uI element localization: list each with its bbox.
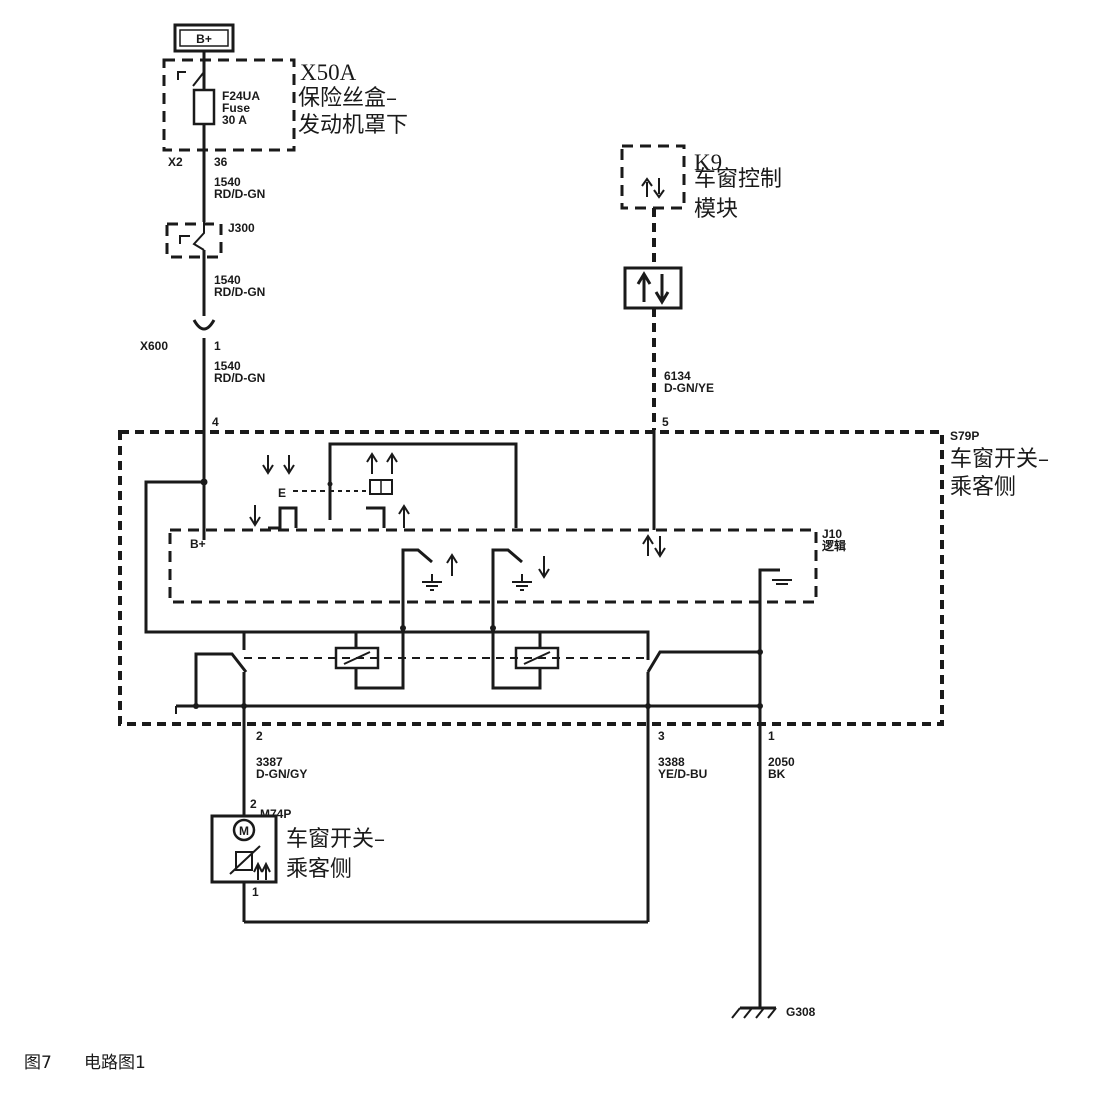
power-source: B+ [173, 23, 235, 53]
switch-power-bus [144, 480, 650, 660]
fuse-pin: 36 [214, 155, 228, 169]
connector-x600-pin: 1 [214, 339, 221, 353]
motor-name-1: 车窗开关– [286, 827, 385, 852]
module-id: K9 [694, 150, 722, 175]
switch-buttons: E [249, 442, 518, 530]
window-switch: S79P 车窗开关– 乘客侧 [118, 429, 1049, 726]
switch-name-2: 乘客侧 [950, 475, 1016, 500]
splice-id: J300 [228, 221, 255, 235]
wire-2050-color: BK [768, 767, 786, 781]
wire-2050-circuit: 2050 [768, 755, 795, 769]
motor-icon: M [232, 818, 256, 842]
relay-2 [490, 600, 560, 690]
fuse-block: F24UA Fuse 30 A X50A 保险丝盒– 发动机罩下 [162, 58, 408, 152]
wire-1540-color: RD/D-GN [214, 187, 265, 201]
inline-connector-x600: X600 1 [140, 319, 221, 353]
power-label: B+ [196, 32, 212, 46]
wire-3387-circuit: 3387 [256, 755, 283, 769]
ground-icon [772, 579, 792, 585]
up-down-arrows-icon [642, 534, 666, 558]
switch-id: S79P [950, 429, 979, 443]
wire-6134-circuit: 6134 [664, 369, 691, 383]
svg-text:E: E [278, 486, 286, 500]
switch-pin-motor-a: 2 [256, 729, 263, 743]
module-name-1: 车窗控制 [694, 167, 782, 192]
module-name-2: 模块 [694, 197, 738, 222]
fuse-block-name-2: 发动机罩下 [298, 113, 408, 138]
figure-number: 图7 [24, 1053, 52, 1073]
wire-1540-circuit-2: 1540 [214, 273, 241, 287]
window-control-module: K9 车窗控制 模块 [620, 144, 782, 222]
fuse-connector: X2 [168, 155, 183, 169]
switch-pin-motor-b: 3 [658, 729, 665, 743]
fuse-block-id: X50A [300, 60, 357, 85]
motor-pin-top: 2 [250, 797, 257, 811]
logic-power-label: B+ [190, 537, 206, 551]
splice-j300: J300 [165, 221, 255, 259]
up-down-arrows-icon [641, 177, 665, 199]
switch-pin-power: 4 [212, 415, 219, 429]
wire-1540-circuit-3: 1540 [214, 359, 241, 373]
motor-pin-bottom: 1 [252, 885, 259, 899]
fuse-block-name-1: 保险丝盒– [298, 86, 397, 111]
wire-1540-color-3: RD/D-GN [214, 371, 265, 385]
switch-pin-ground: 1 [768, 729, 775, 743]
motor-symbol: M [239, 824, 249, 838]
serial-data-connector [623, 266, 683, 310]
fuse-rating: 30 A [222, 113, 247, 127]
wire-1540-color-2: RD/D-GN [214, 285, 265, 299]
figure-title: 电路图1 [84, 1053, 146, 1073]
connector-x600-id: X600 [140, 339, 168, 353]
fuse-id: F24UA [222, 89, 260, 103]
relay-1 [334, 600, 406, 690]
wire-3388-circuit: 3388 [658, 755, 685, 769]
wire-3388-color: YE/D-BU [658, 767, 707, 781]
relay-coil-icon [514, 646, 560, 670]
ground-icon [422, 581, 442, 591]
ground-point: G308 [731, 1005, 816, 1019]
window-motor: 2 M74P M 1 车窗开关– 乘客侧 [210, 797, 385, 899]
fuse-icon [192, 88, 216, 126]
switch-name-1: 车窗开关– [950, 447, 1049, 472]
logic-block-name: 逻辑 [822, 538, 846, 553]
motor-name-2: 乘客侧 [286, 857, 352, 882]
logic-block-id: J10 [822, 527, 842, 541]
wire-1540-circuit: 1540 [214, 175, 241, 189]
wire-3387-color: D-GN/GY [256, 767, 307, 781]
wire-6134-color: D-GN/YE [664, 381, 714, 395]
switch-pin-data: 5 [662, 415, 669, 429]
ground-icon [512, 581, 532, 591]
logic-block: B+ J10 逻辑 [168, 527, 846, 604]
fuse-word: Fuse [222, 101, 250, 115]
ground-id: G308 [786, 1005, 816, 1019]
